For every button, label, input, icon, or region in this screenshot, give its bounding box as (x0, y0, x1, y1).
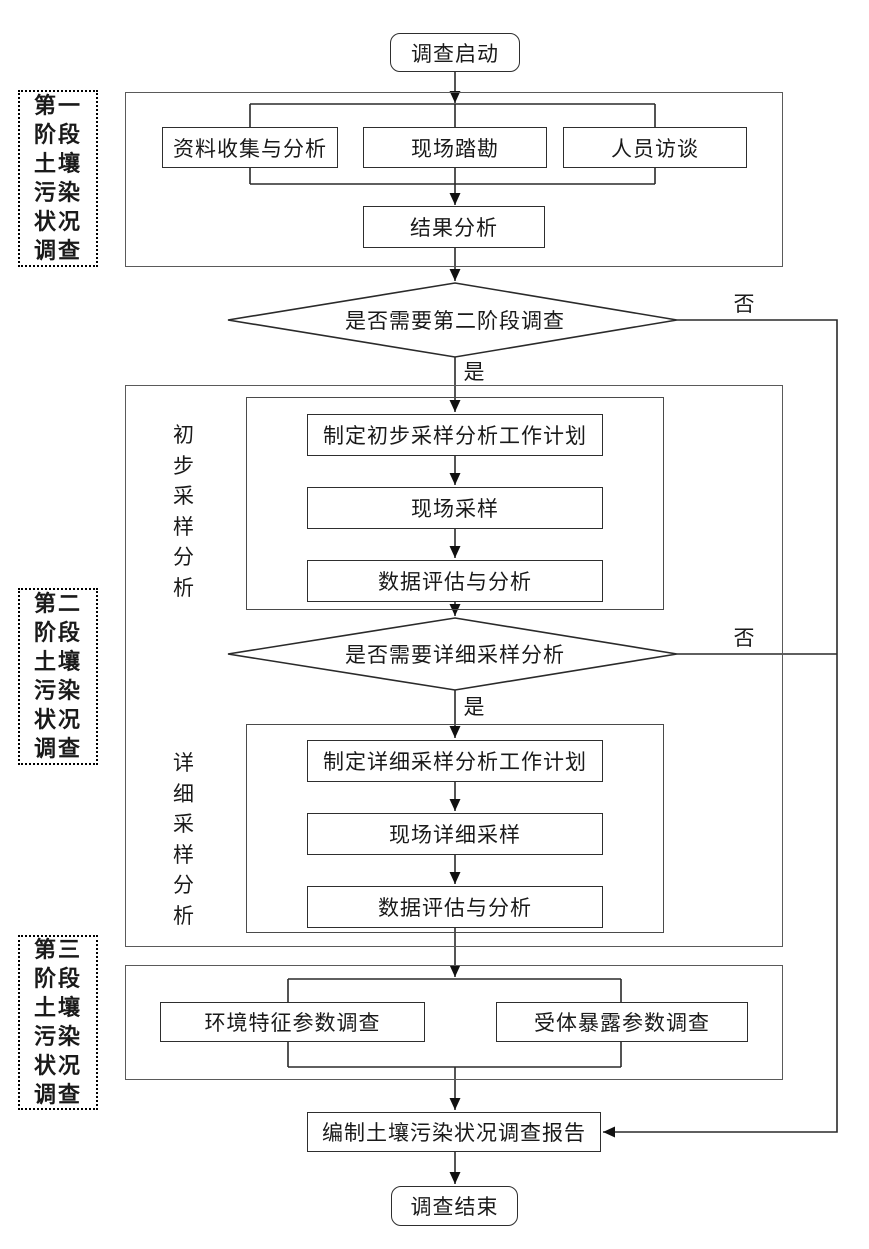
phase1-container (125, 92, 783, 267)
phase3-label-box: 第三阶段土壤污染状况调查 (18, 935, 98, 1110)
label-yes-2: 是 (461, 694, 487, 720)
phase1-label: 第一阶段土壤污染状况调查 (34, 92, 83, 264)
box-personnel-interviews: 人员访谈 (563, 127, 747, 168)
start-node: 调查启动 (390, 33, 520, 72)
box-receptor-exposure-survey: 受体暴露参数调查 (496, 1002, 748, 1042)
phase3-container (125, 965, 783, 1080)
end-node: 调查结束 (391, 1186, 518, 1226)
detailed-group-label: 详细采样分析 (173, 751, 194, 928)
preliminary-sampling-group (246, 397, 664, 610)
phase2-label: 第二阶段土壤污染状况调查 (34, 590, 83, 762)
phase2-label-box: 第二阶段土壤污染状况调查 (18, 588, 98, 765)
label-no-1: 否 (731, 291, 757, 317)
detailed-sampling-group (246, 724, 664, 933)
phase2-container (125, 385, 783, 947)
box-site-reconnaissance: 现场踏勘 (363, 127, 547, 168)
box-field-sampling: 现场采样 (307, 487, 603, 529)
box-data-evaluation-1: 数据评估与分析 (307, 560, 603, 602)
phase3-label: 第三阶段土壤污染状况调查 (34, 936, 83, 1108)
box-preliminary-sampling-plan: 制定初步采样分析工作计划 (307, 414, 603, 456)
box-data-evaluation-2: 数据评估与分析 (307, 886, 603, 928)
box-results-analysis: 结果分析 (363, 206, 545, 248)
preliminary-group-label: 初步采样分析 (173, 423, 194, 600)
box-detailed-sampling-plan: 制定详细采样分析工作计划 (307, 740, 603, 782)
box-investigation-report: 编制土壤污染状况调查报告 (307, 1112, 601, 1152)
decision-phase2-needed: 是否需要第二阶段调查 (345, 309, 565, 333)
label-no-2: 否 (731, 625, 757, 651)
label-yes-1: 是 (461, 359, 487, 385)
phase1-label-box: 第一阶段土壤污染状况调查 (18, 90, 98, 267)
box-environmental-parameters-survey: 环境特征参数调查 (160, 1002, 425, 1042)
decision-detailed-sampling-needed: 是否需要详细采样分析 (345, 643, 565, 667)
box-detailed-field-sampling: 现场详细采样 (307, 813, 603, 855)
box-data-collection-analysis: 资料收集与分析 (162, 127, 338, 168)
